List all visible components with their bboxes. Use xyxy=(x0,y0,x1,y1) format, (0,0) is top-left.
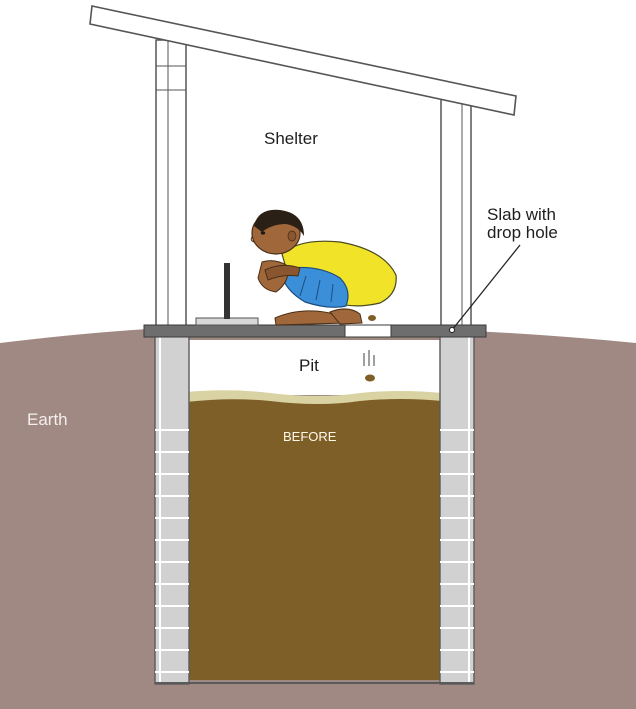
footrest xyxy=(195,317,259,326)
slab-leader-line xyxy=(451,244,521,331)
label-shelter: Shelter xyxy=(264,129,318,148)
cleaning-stick xyxy=(224,263,230,319)
slab-leader-dot xyxy=(449,327,455,333)
falling-excreta xyxy=(363,315,376,382)
label-slab-line1: Slab with xyxy=(487,205,556,224)
pit-lining-right xyxy=(439,333,475,685)
shelter-roof xyxy=(89,5,517,116)
pit-lining-left xyxy=(154,333,190,685)
drop-hole xyxy=(344,324,392,338)
label-pit: Pit xyxy=(299,356,319,375)
latrine-slab xyxy=(143,324,487,338)
sludge-fill xyxy=(186,399,442,680)
shelter-post-right xyxy=(440,97,472,327)
label-slab-line2: drop hole xyxy=(487,222,558,242)
label-earth: Earth xyxy=(27,410,68,429)
pit-interior xyxy=(186,340,442,395)
shelter-post-left xyxy=(155,39,187,327)
squatting-person xyxy=(250,209,397,326)
label-slab-with-drop-hole: Slab with drop hole xyxy=(487,206,558,242)
label-before: BEFORE xyxy=(283,429,337,444)
